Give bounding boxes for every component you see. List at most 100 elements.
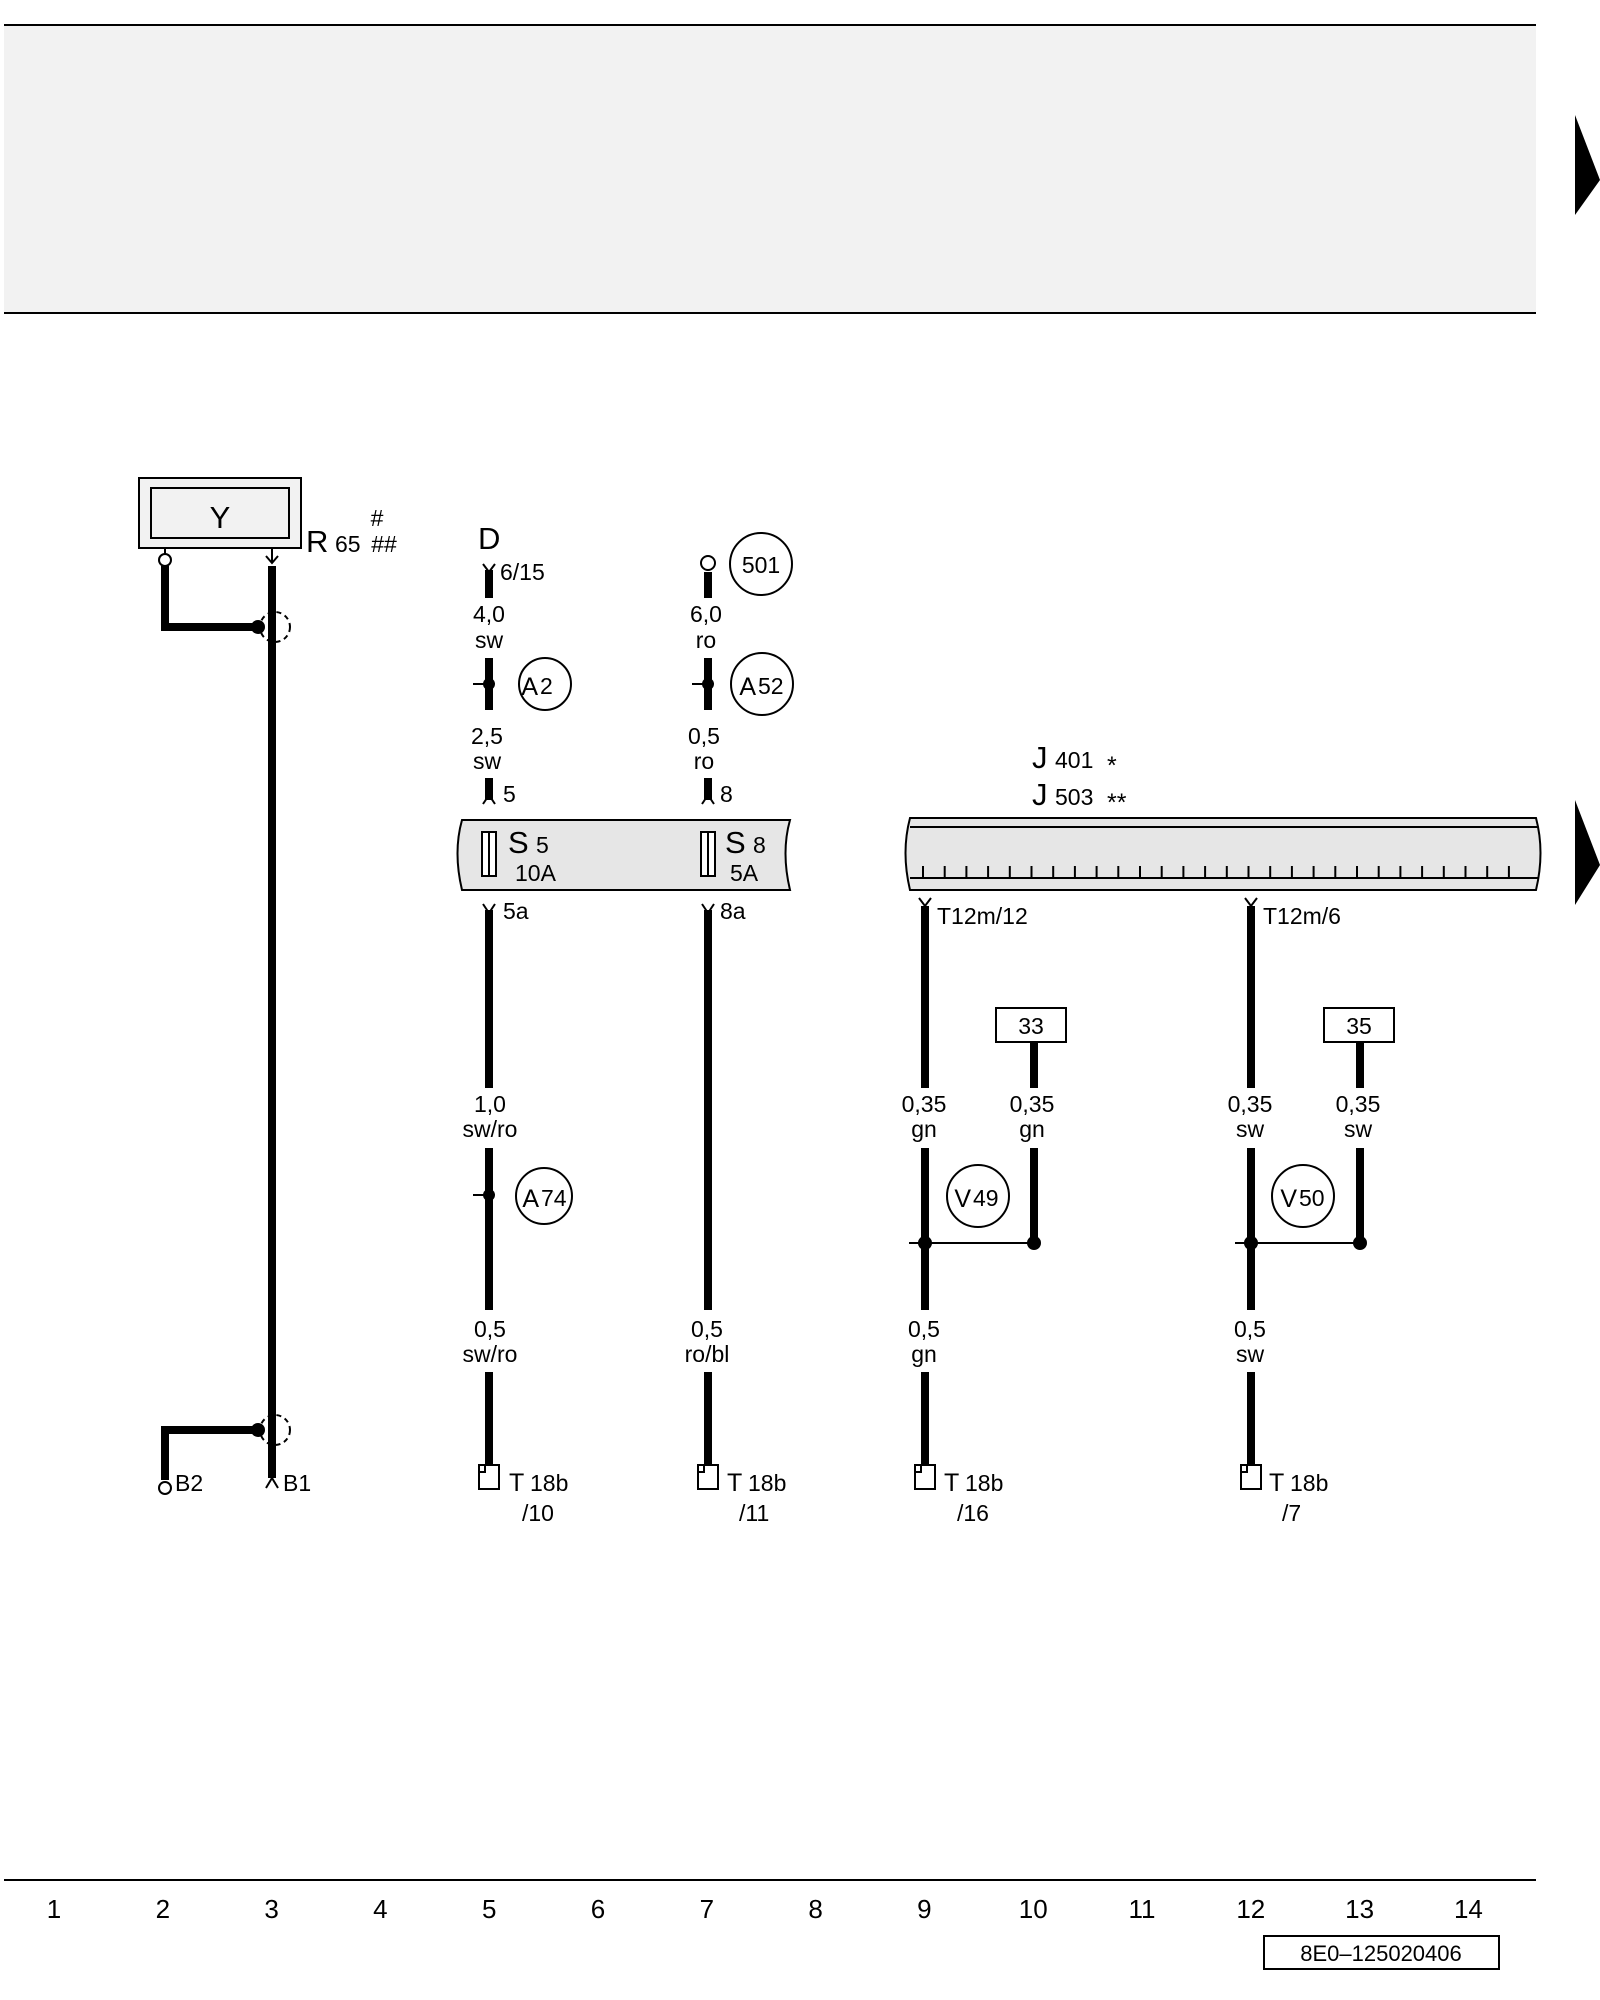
sensor-symbol: Y: [210, 500, 231, 535]
column-number: 12: [1236, 1894, 1265, 1924]
connector-t18b-11: T 18b /11: [697, 1464, 786, 1526]
pin-b2-label: B2: [175, 1470, 203, 1496]
wire-size-label: 1,0: [474, 1091, 506, 1117]
splice-v50-left: [1244, 1236, 1258, 1250]
ref-circle-a74: [515, 1167, 573, 1225]
diagram-code: 8E0–125020406: [1300, 1941, 1462, 1966]
connector-size: 18b: [1290, 1470, 1328, 1496]
diagram-code-box: [1263, 1935, 1500, 1970]
wire-size-label: 0,5: [688, 723, 720, 749]
wire-color-label: sw: [1344, 1116, 1373, 1142]
ref-a52-num: 52: [758, 673, 784, 699]
wire-size-label: 0,35: [1336, 1091, 1381, 1117]
ref-box-33-label: 33: [1018, 1013, 1044, 1039]
cu-pin-a: T12m/12: [937, 903, 1028, 929]
sensor-pin-b2-top: [158, 553, 172, 567]
fuse-s8-num: 8: [753, 832, 766, 858]
connector-id: T: [509, 1469, 524, 1497]
wire-color-label: sw/ro: [463, 1116, 518, 1142]
connector-id: T: [1269, 1469, 1284, 1497]
splice-a52: [702, 678, 714, 690]
wire-sensor-b2-lower: [161, 1426, 258, 1480]
connector-pin: /16: [957, 1500, 989, 1526]
ref-a2-id: A: [521, 673, 538, 701]
sensor-id: R: [306, 524, 328, 559]
ref-circle-a2: [518, 657, 572, 711]
splice-v50-right: [1353, 1236, 1367, 1250]
splice-a2: [483, 678, 495, 690]
shield-marker-upper: [259, 611, 291, 643]
wire-color-label: sw/ro: [463, 1341, 518, 1367]
shield-marker-lower: [259, 1414, 291, 1446]
ref-circle-v49: [946, 1164, 1010, 1228]
sensor-mark1: #: [371, 505, 384, 531]
wire-color-label: ro: [694, 748, 714, 774]
column-number: 9: [917, 1894, 931, 1924]
splice-v49-right: [1027, 1236, 1041, 1250]
cu-line1-mark: *: [1107, 752, 1117, 780]
wire-size-label: 0,5: [474, 1316, 506, 1342]
connector-id: T: [944, 1469, 959, 1497]
ref-v49-num: 49: [973, 1185, 999, 1211]
column-number: 14: [1454, 1894, 1483, 1924]
wire-color-label: ro/bl: [685, 1341, 730, 1367]
fuse-s5-num: 5: [536, 832, 549, 858]
column-number: 13: [1345, 1894, 1374, 1924]
connector-pin: /7: [1282, 1500, 1301, 1526]
column-number: 4: [373, 1894, 387, 1924]
sensor-num: 65: [335, 531, 361, 557]
sensor-mark2: ##: [371, 531, 397, 557]
ref-a2-num: 2: [540, 673, 553, 699]
pin-b2-terminal: [158, 1481, 172, 1495]
connector-t18b-10: T 18b /10: [478, 1464, 568, 1526]
wire-color-label: sw: [473, 748, 502, 774]
connector-pin: /11: [739, 1500, 769, 1526]
fuse5-in-pin: 5: [503, 781, 516, 807]
wire-color-label: gn: [911, 1341, 937, 1367]
column-number: 7: [700, 1894, 714, 1924]
header-band: [4, 25, 1536, 313]
cu-line2-num: 503: [1055, 784, 1093, 810]
relay-id: D: [478, 521, 500, 556]
wire-size-label: 0,5: [691, 1316, 723, 1342]
column-number: 3: [264, 1894, 278, 1924]
ref-circle-v50: [1271, 1164, 1335, 1228]
fuse-s5-id: S: [508, 825, 529, 860]
ref-v50-id: V: [1280, 1185, 1297, 1213]
cu-line2-id: J: [1032, 777, 1048, 812]
node-501-terminal: [700, 555, 716, 571]
fuse8-out-pin: 8a: [720, 898, 746, 924]
ref-a52-id: A: [739, 673, 756, 701]
sensor-component: Y: [138, 477, 302, 567]
relay-pin: 6/15: [500, 559, 545, 585]
wire-size-label: 0,35: [1228, 1091, 1273, 1117]
fuse-s8-rating: 5A: [730, 860, 759, 886]
splice-upper: [251, 620, 265, 634]
connector-size: 18b: [530, 1470, 568, 1496]
right-arrow-icon[interactable]: [1575, 115, 1600, 215]
wire-size-label: 0,35: [1010, 1091, 1055, 1117]
right-arrow-icon[interactable]: [1575, 800, 1600, 905]
wire-color-label: sw: [1236, 1116, 1265, 1142]
wire-size-label: 2,5: [471, 723, 503, 749]
wire-size-label: 6,0: [690, 601, 722, 627]
column-number: 11: [1129, 1894, 1156, 1924]
splice-lower: [251, 1423, 265, 1437]
column-number: 10: [1019, 1894, 1048, 1924]
ref-v49-id: V: [954, 1185, 971, 1213]
connector-t18b-7: T 18b /7: [1240, 1464, 1328, 1526]
wire-color-label: gn: [1019, 1116, 1045, 1142]
control-unit-pin-ticks: [910, 866, 1538, 879]
column-number: 5: [482, 1894, 496, 1924]
wire-sensor-b2-upper: [161, 566, 258, 631]
connector-pin: /10: [522, 1500, 554, 1526]
connector-t18b-16: T 18b /16: [914, 1464, 1003, 1526]
connector-size: 18b: [965, 1470, 1003, 1496]
node-501-label: 501: [742, 552, 780, 578]
ref-a74-id: A: [522, 1185, 539, 1213]
ref-circle-a52: [730, 652, 794, 716]
cu-line1-id: J: [1032, 740, 1048, 775]
wire-color-label: sw: [1236, 1341, 1265, 1367]
cu-line1-num: 401: [1055, 747, 1093, 773]
